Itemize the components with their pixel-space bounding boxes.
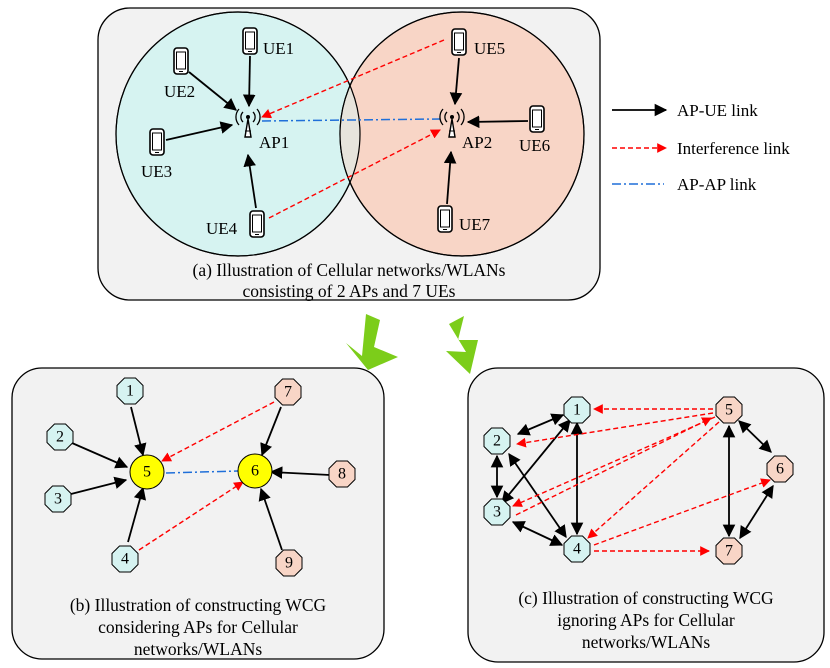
- ap2-label: AP2: [462, 133, 492, 152]
- edge-c-5-6: [738, 420, 772, 453]
- edge-b-3-5: [70, 476, 128, 495]
- ue2-label: UE2: [164, 82, 195, 101]
- ue5-label: UE5: [474, 39, 505, 58]
- node-c-7: 7: [715, 537, 743, 565]
- ue2-phone-icon: [173, 47, 189, 75]
- ue6-phone-icon: [529, 105, 545, 133]
- interference-ue4-ap2: [268, 129, 441, 219]
- node-c-6-label: 6: [776, 461, 784, 478]
- panel-a: UE1 UE2 UE3 UE4 UE5 UE6 UE7 AP1 AP2 (a) …: [97, 7, 601, 301]
- edge-b-1-5: [130, 406, 147, 457]
- edge-b-2-5: [71, 442, 129, 469]
- ue7-phone-icon: [437, 205, 453, 233]
- interference-c-4-6: [593, 478, 771, 546]
- legend-ap-ue-label: AP-UE link: [677, 101, 758, 120]
- ue4-label: UE4: [206, 219, 238, 238]
- node-c-3: 3: [483, 498, 511, 526]
- panel-a-caption-line1: (a) Illustration of Cellular networks/WL…: [193, 260, 506, 280]
- panel-b-frame: [11, 367, 385, 660]
- panel-b-caption-line2: considering APs for Cellular: [98, 617, 298, 637]
- node-b-4: 4: [111, 545, 139, 573]
- green-arrow-right: [446, 316, 478, 374]
- link-ue5-ap2: [449, 57, 463, 106]
- ap-ap-link: [261, 118, 441, 122]
- node-b-3: 3: [44, 485, 72, 513]
- link-ue7-ap2: [443, 150, 457, 205]
- node-c-3-label: 3: [493, 504, 501, 521]
- edge-c-6-7: [739, 484, 774, 540]
- interference-c-5-3: [512, 416, 716, 507]
- edge-b-4-5: [127, 486, 147, 543]
- node-b-1: 1: [116, 377, 144, 405]
- node-c-1-label: 1: [573, 402, 581, 419]
- node-c-4: 4: [563, 535, 591, 563]
- node-b-9-label: 9: [285, 555, 293, 572]
- ue7-label: UE7: [459, 215, 491, 234]
- link-ue1-ap1: [242, 55, 256, 108]
- interference-b-4-6: [138, 481, 244, 551]
- node-c-5: 5: [715, 396, 743, 424]
- legend: AP-UE link Interference link AP-AP link: [612, 101, 790, 194]
- node-c-7-label: 7: [725, 543, 733, 560]
- panel-a-caption-line2: consisting of 2 APs and 7 UEs: [243, 281, 456, 301]
- node-c-1: 1: [563, 396, 591, 424]
- ap-ap-link-b: [165, 470, 239, 474]
- legend-ap-ap-label: AP-AP link: [677, 175, 757, 194]
- interference-ue5-ap1: [261, 39, 445, 119]
- node-c-4-label: 4: [573, 541, 581, 558]
- panel-b-caption-line1: (b) Illustration of constructing WCG: [70, 595, 327, 615]
- node-b-8-label: 8: [338, 466, 346, 483]
- panel-b-caption-line3: networks/WLANs: [134, 639, 263, 659]
- panel-b: 1 2 3 4 5 6 7 8: [11, 367, 385, 660]
- node-c-5-label: 5: [725, 402, 733, 419]
- green-arrow-left: [346, 314, 398, 370]
- link-ue6-ap2: [466, 115, 529, 129]
- link-ue4-ap1: [243, 153, 257, 209]
- interference-b-7-5: [161, 401, 275, 462]
- panel-c-caption-line2: ignoring APs for Cellular: [557, 610, 735, 630]
- ap1-label: AP1: [259, 133, 289, 152]
- interference-c-3-5: [515, 417, 712, 516]
- ue1-phone-icon: [242, 27, 258, 55]
- node-b-2: 2: [46, 423, 74, 451]
- node-c-2-label: 2: [493, 433, 501, 450]
- node-b-1-label: 1: [126, 383, 134, 400]
- panel-c-caption-line1: (c) Illustration of constructing WCG: [518, 588, 774, 608]
- edge-b-9-6: [258, 487, 283, 551]
- interference-c-5-2: [516, 412, 714, 448]
- ue5-phone-icon: [451, 28, 467, 56]
- node-b-7: 7: [274, 378, 302, 406]
- ue3-label: UE3: [141, 162, 172, 181]
- node-b-8: 8: [328, 460, 356, 488]
- ue6-label: UE6: [519, 136, 550, 155]
- panel-c: 1 2 3 4 5 6 7 (c) Illustration of constr…: [467, 367, 825, 663]
- coverage-overlap: [340, 87, 360, 181]
- node-b-3-label: 3: [54, 491, 62, 508]
- node-b-9: 9: [275, 549, 303, 577]
- edge-b-8-6: [269, 466, 331, 479]
- node-b-5-label: 5: [143, 464, 151, 481]
- node-b-5: 5: [129, 454, 165, 490]
- edge-b-7-6: [260, 406, 282, 457]
- legend-interference-label: Interference link: [677, 139, 790, 158]
- panel-c-caption-line3: networks/WLANs: [582, 632, 711, 652]
- node-b-2-label: 2: [56, 429, 64, 446]
- link-ue2-ap1: [188, 71, 237, 111]
- ue1-label: UE1: [263, 39, 294, 58]
- node-b-4-label: 4: [121, 551, 129, 568]
- node-c-6: 6: [766, 455, 794, 483]
- ue3-phone-icon: [149, 128, 165, 156]
- transition-arrows: [346, 314, 478, 374]
- node-c-2: 2: [483, 427, 511, 455]
- node-b-6-label: 6: [251, 463, 259, 480]
- node-b-6: 6: [237, 453, 273, 489]
- node-b-7-label: 7: [284, 384, 292, 401]
- link-ue3-ap1: [165, 121, 234, 141]
- interference-c-5-4: [587, 421, 720, 539]
- ue4-phone-icon: [249, 210, 265, 238]
- edge-c-3-4: [511, 521, 564, 546]
